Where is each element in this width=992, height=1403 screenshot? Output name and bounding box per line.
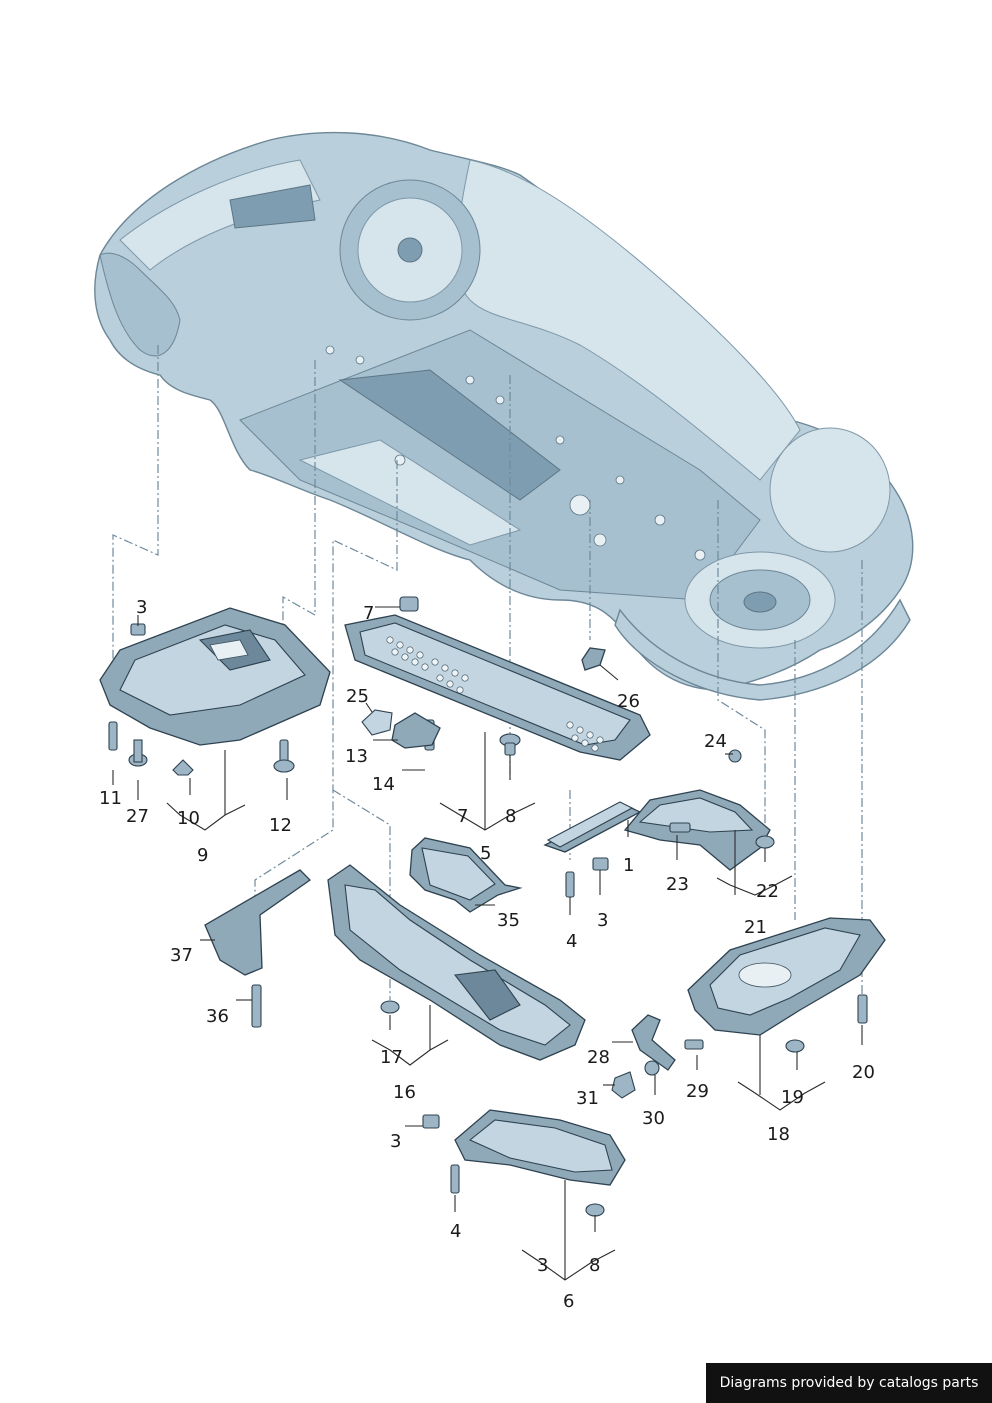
part-9-engine-undertray	[99, 607, 331, 746]
callout-3d: 3	[537, 1255, 548, 1276]
callout-37: 37	[170, 945, 193, 966]
part-6-lower-shield	[422, 1109, 626, 1217]
callout-35: 35	[497, 910, 520, 931]
callout-6: 6	[563, 1291, 574, 1312]
callout-7: 7	[363, 603, 374, 624]
callout-18: 18	[767, 1124, 790, 1145]
callout-9: 9	[197, 845, 208, 866]
callout-22: 22	[756, 881, 779, 902]
part-28-29-30-31-mount	[611, 1014, 704, 1099]
callout-3c: 3	[390, 1131, 401, 1152]
callout-4b: 4	[450, 1221, 461, 1242]
footer-credit-badge: Diagrams provided by catalogs parts	[706, 1363, 992, 1403]
callout-28: 28	[587, 1047, 610, 1068]
callout-23: 23	[666, 874, 689, 895]
leader-lines	[112, 606, 863, 1281]
callout-4: 4	[566, 931, 577, 952]
part-25-13-brackets	[361, 709, 441, 749]
part-16-side-shield	[327, 864, 586, 1061]
callout-21: 21	[744, 917, 767, 938]
part-26-clip	[581, 647, 606, 671]
callout-20: 20	[852, 1062, 875, 1083]
callout-19: 19	[781, 1087, 804, 1108]
callout-26: 26	[617, 691, 640, 712]
callout-10: 10	[177, 808, 200, 829]
part-1-bracket	[543, 801, 642, 898]
callout-27: 27	[126, 806, 149, 827]
callout-8b: 8	[589, 1255, 600, 1276]
callout-3: 3	[136, 597, 147, 618]
car-underbody-illustration	[94, 131, 914, 701]
callout-1: 1	[623, 855, 634, 876]
callout-30: 30	[642, 1108, 665, 1129]
callout-5: 5	[480, 843, 491, 864]
callout-16: 16	[393, 1082, 416, 1103]
callout-3b: 3	[597, 910, 608, 931]
part-21-rear-shield	[623, 749, 775, 871]
callout-8: 8	[505, 806, 516, 827]
callout-29: 29	[686, 1081, 709, 1102]
part-5-heat-shield	[409, 837, 523, 913]
callout-25: 25	[346, 686, 369, 707]
callout-36: 36	[206, 1006, 229, 1027]
callout-31: 31	[576, 1088, 599, 1109]
part-37-bracket	[204, 869, 312, 1028]
callout-12: 12	[269, 815, 292, 836]
part-7-center-floor-panel	[344, 596, 651, 761]
alignment-lines	[112, 345, 863, 1000]
callout-17: 17	[380, 1047, 403, 1068]
callout-13: 13	[345, 746, 368, 767]
part-18-rear-undertray	[687, 917, 886, 1053]
callout-7b: 7	[457, 806, 468, 827]
callout-14: 14	[372, 774, 395, 795]
callout-11: 11	[99, 788, 122, 809]
callout-24: 24	[704, 731, 727, 752]
callout-labels: 3 7 25 13 14 11 27 10 9 12 7 8 26 24 5 1…	[99, 597, 875, 1312]
